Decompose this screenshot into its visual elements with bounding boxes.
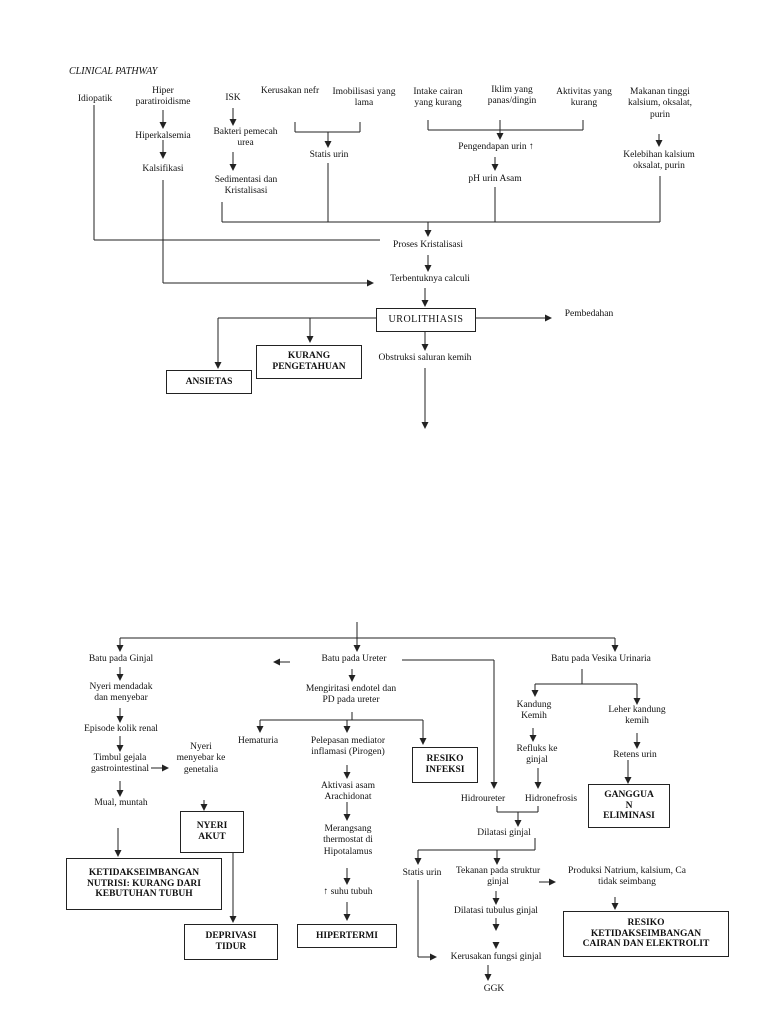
diagnosis-ketidakseimbangan-nutrisi: KETIDAKSEIMBANGAN NUTRISI: KURANG DARI K…	[66, 858, 222, 910]
node-hiperparatiroidisme: Hiper paratiroidisme	[135, 86, 191, 108]
node-hematuria: Hematuria	[237, 736, 279, 746]
node-mual-muntah: Mual, muntah	[94, 798, 148, 808]
node-dilatasi-ginjal: Dilatasi ginjal	[477, 828, 531, 838]
diagnosis-kurang-pengetahuan: KURANG PENGETAHUAN	[256, 345, 362, 379]
node-batu-ginjal: Batu pada Ginjal	[88, 654, 154, 664]
node-proses-kristalisasi: Proses Kristalisasi	[393, 240, 463, 250]
node-retens-urin: Retens urin	[613, 750, 657, 760]
node-idiopatik: Idiopatik	[77, 94, 113, 104]
diagnosis-ansietas: ANSIETAS	[166, 370, 252, 394]
node-aktivasi-asam: Aktivasi asam Arachidonat	[320, 781, 376, 803]
node-iklim: Iklim yang panas/dingin	[487, 85, 537, 107]
node-kelebihan-kalsium: Kelebihan kalsium oksalat, purin	[623, 150, 695, 172]
node-bakteri: Bakteri pemecah urea	[213, 127, 278, 149]
node-batu-ureter: Batu pada Ureter	[321, 654, 387, 664]
node-sedimentasi: Sedimentasi dan Kristalisasi	[214, 175, 278, 197]
node-isk: ISK	[225, 93, 241, 103]
node-ph-asam: pH urin Asam	[468, 174, 522, 184]
node-refluks: Refluks ke ginjal	[516, 744, 558, 766]
node-pengendapan: Pengendapan urin ↑	[458, 142, 534, 152]
node-intake-cairan: Intake cairan yang kurang	[413, 87, 463, 109]
node-produksi-natrium: Produksi Natrium, kalsium, Ca tidak seim…	[568, 866, 686, 888]
diagnosis-gangguan-eliminasi: GANGGUA N ELIMINASI	[588, 784, 670, 828]
diagnosis-resiko-infeksi: RESIKO INFEKSI	[412, 747, 478, 783]
node-mengiritasi: Mengiritasi endotel dan PD pada ureter	[305, 684, 397, 706]
node-ggk: GGK	[483, 984, 505, 994]
diagnosis-nyeri-akut: NYERI AKUT	[180, 811, 244, 853]
node-nyeri-mendadak: Nyeri mendadak dan menyebar	[89, 682, 153, 704]
node-hidronefrosis: Hidronefrosis	[524, 794, 578, 804]
node-urolithiasis: UROLITHIASIS	[376, 308, 476, 332]
node-batu-vesika: Batu pada Vesika Urinaria	[551, 654, 651, 664]
node-imobilisasi: Imobilisasi yang lama	[332, 87, 396, 109]
node-pelepasan-mediator: Pelepasan mediator inflamasi (Pirogen)	[310, 736, 386, 758]
node-hiperkalsemia: Hiperkalsemia	[135, 131, 191, 141]
node-kalsifikasi: Kalsifikasi	[142, 164, 184, 174]
node-suhu-tubuh: ↑ suhu tubuh	[323, 887, 373, 897]
node-tekanan-struktur: Tekanan pada struktur ginjal	[455, 866, 541, 888]
diagnosis-resiko-cairan-elektrolit: RESIKO KETIDAKSEIMBANGAN CAIRAN DAN ELEK…	[563, 911, 729, 957]
node-kerusakan-fungsi: Kerusakan fungsi ginjal	[450, 952, 542, 962]
node-aktivitas: Aktivitas yang kurang	[556, 87, 612, 109]
node-obstruksi: Obstruksi saluran kemih	[378, 353, 472, 363]
node-hidroureter: Hidroureter	[460, 794, 506, 804]
node-episode-kolik: Episode kolik renal	[84, 724, 158, 734]
node-nyeri-menyebar: Nyeri menyebar ke genetalia	[176, 742, 226, 775]
node-merangsang: Merangsang thermostat di Hipotalamus	[323, 824, 373, 857]
node-kandung-kemih: Kandung Kemih	[516, 700, 552, 722]
node-dilatasi-tubulus: Dilatasi tubulus ginjal	[454, 906, 538, 916]
node-statis-urin: Statis urin	[309, 150, 349, 160]
node-pembedahan: Pembedahan	[564, 309, 614, 319]
diagnosis-deprivasi-tidur: DEPRIVASI TIDUR	[184, 924, 278, 960]
node-kerusakan-nefron: Kerusakan nefr	[260, 86, 320, 96]
node-terbentuknya-calculi: Terbentuknya calculi	[390, 274, 470, 284]
diagram-title: CLINICAL PATHWAY	[69, 66, 158, 77]
node-makanan: Makanan tinggi kalsium, oksalat, purin	[627, 87, 693, 120]
node-timbul-gejala: Timbul gejala gastrointestinal	[90, 753, 150, 775]
node-statis-urin-2: Statis urin	[402, 868, 442, 878]
node-leher-kandung: Leher kandung kemih	[608, 705, 666, 727]
diagnosis-hipertermi: HIPERTERMI	[297, 924, 397, 948]
